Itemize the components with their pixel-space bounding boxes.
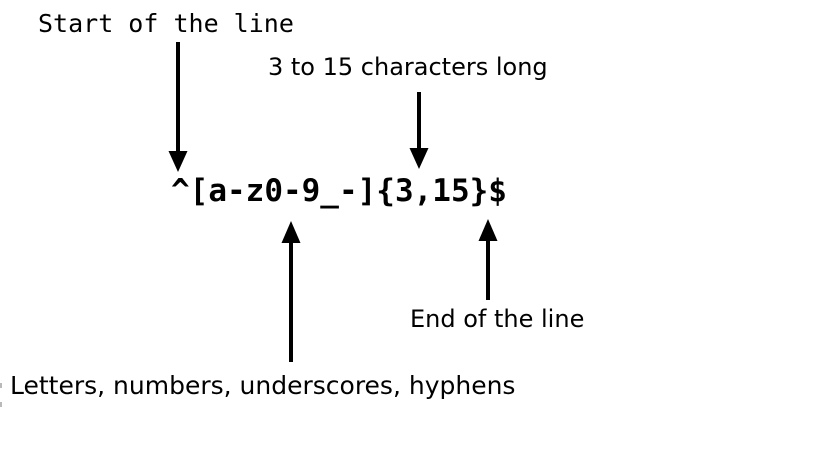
charset-arrow-up-icon [281, 221, 301, 362]
charset-label: Letters, numbers, underscores, hyphens [10, 371, 516, 400]
left-edge-artifact [0, 402, 2, 407]
end-of-line-label: End of the line [410, 305, 585, 333]
start-of-line-label: Start of the line [38, 9, 294, 38]
length-label: 3 to 15 characters long [268, 53, 548, 81]
length-arrow-down-icon [409, 92, 429, 169]
start-arrow-down-icon [168, 42, 188, 172]
end-arrow-up-icon [478, 219, 498, 300]
regex-pattern-text: ^[a-z0-9_-]{3,15}$ [171, 173, 507, 209]
left-edge-artifact [0, 383, 2, 388]
